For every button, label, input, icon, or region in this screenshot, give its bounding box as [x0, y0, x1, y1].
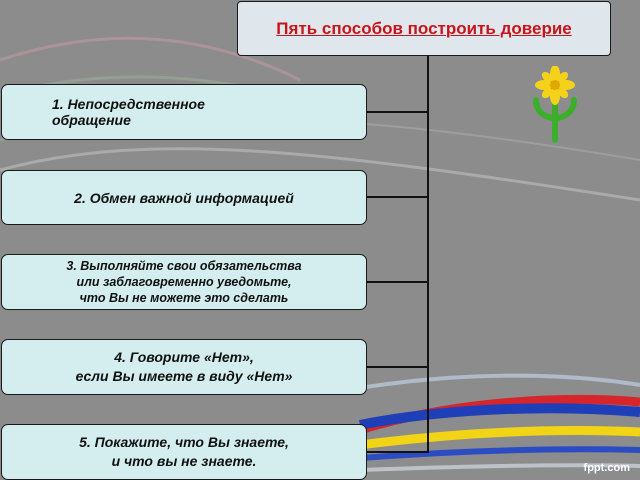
page-title: Пять способов построить доверие [276, 19, 572, 38]
swoosh-pink [0, 36, 301, 82]
watermark: fppt.com [583, 462, 630, 474]
swoosh-blue [359, 403, 640, 430]
item-box-1: 1. Непосредственное обращение [1, 84, 367, 140]
item-box-5: 5. Покажите, что Вы знаете, и что вы не … [1, 424, 367, 480]
item-box-3: 3. Выполняйте свои обязательства или заб… [1, 254, 367, 310]
title-box: Пять способов построить доверие [237, 1, 611, 56]
swoosh-blue-low [359, 446, 640, 461]
flower-psi-icon [533, 66, 577, 143]
item-box-4: 4. Говорите «Нет», если Вы имеете в виду… [1, 339, 367, 395]
item-box-2: 2. Обмен важной информацией [1, 170, 367, 225]
swoosh-light-low [359, 463, 640, 472]
swoosh-white-top [0, 147, 640, 202]
swoosh-blue-light [359, 373, 640, 390]
swoosh-yellow [359, 426, 640, 450]
